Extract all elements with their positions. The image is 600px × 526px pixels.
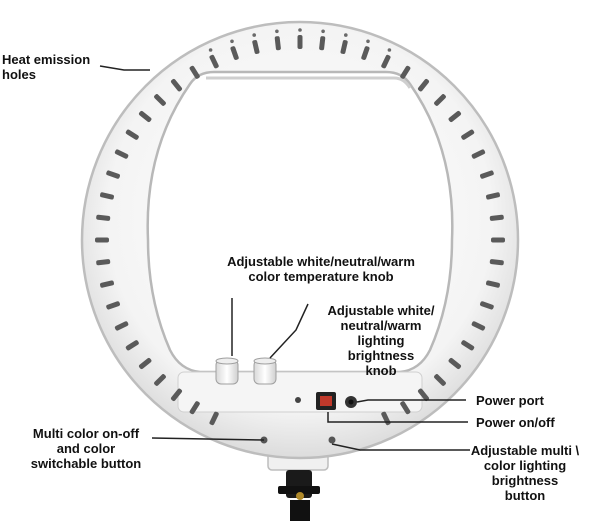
vent-slot — [138, 357, 152, 370]
label-temperature-knob: Adjustable white/neutral/warm color temp… — [227, 254, 415, 284]
color-temperature-knob[interactable] — [215, 357, 239, 385]
vent-slot — [340, 40, 348, 54]
vent-slot — [480, 170, 494, 179]
vent-slot — [319, 36, 326, 51]
leader-multicolor-brightness — [331, 443, 470, 451]
vent-slot — [434, 94, 446, 106]
power-port[interactable] — [345, 396, 357, 408]
vent-slot — [96, 259, 111, 266]
vent-slot — [125, 129, 139, 140]
vent-slot — [381, 54, 391, 69]
vent-slot — [154, 374, 166, 386]
vent-dot — [252, 33, 256, 37]
vent-dot — [366, 39, 370, 44]
vent-slot — [361, 46, 370, 60]
label-multicolor-button: Multi color on-off and color switchable … — [30, 426, 142, 471]
label-power-port: Power port — [476, 393, 544, 408]
vent-slot — [230, 46, 239, 60]
vent-slot — [189, 65, 200, 79]
vent-slot — [170, 78, 183, 92]
leader-lines — [99, 65, 470, 451]
power-switch[interactable] — [316, 392, 336, 410]
vent-slot — [480, 301, 494, 310]
leader-heat-holes — [99, 65, 150, 71]
vent-slot — [95, 237, 109, 243]
vent-slot — [489, 214, 504, 221]
vent-slot — [448, 110, 462, 123]
vent-slot — [461, 129, 475, 140]
vent-dot — [344, 33, 348, 37]
vent-slot — [100, 280, 114, 288]
leader-power-switch — [327, 412, 468, 423]
label-brightness-knob: Adjustable white/ neutral/warm lighting … — [327, 303, 435, 378]
heat-vent-slots — [95, 28, 505, 426]
vent-slot — [400, 65, 411, 79]
vent-slot — [486, 280, 500, 288]
vent-slot — [489, 259, 504, 266]
vent-slot — [100, 192, 114, 200]
vent-slot — [471, 149, 486, 159]
vent-slot — [461, 340, 475, 351]
vent-slot — [252, 40, 260, 54]
leader-brightness-knob — [269, 303, 309, 359]
vent-slot — [209, 411, 219, 426]
vent-slot — [106, 301, 120, 310]
label-multicolor-brightness: Adjustable multi \ color lighting bright… — [470, 443, 580, 503]
vent-slot — [96, 214, 111, 221]
vent-slot — [154, 94, 166, 106]
vent-slot — [274, 36, 281, 51]
vent-slot — [106, 170, 120, 179]
brightness-knob[interactable] — [253, 357, 277, 385]
vent-slot — [486, 192, 500, 200]
vent-slot — [417, 388, 430, 402]
vent-dot — [208, 48, 213, 52]
vent-slot — [417, 78, 430, 92]
vent-slot — [138, 110, 152, 123]
vent-dot — [275, 29, 279, 34]
vent-slot — [448, 357, 462, 370]
vent-slot — [170, 388, 183, 402]
vent-slot — [297, 35, 303, 49]
vent-dot — [298, 28, 302, 32]
vent-slot — [125, 340, 139, 351]
vent-slot — [491, 237, 505, 243]
indicator-dot — [295, 397, 301, 403]
leader-power-port — [356, 399, 466, 403]
vent-slot — [114, 149, 129, 159]
vent-dot — [387, 48, 392, 52]
multicolor-brightness-button[interactable] — [328, 436, 336, 444]
control-panel — [177, 371, 423, 413]
vent-dot — [230, 39, 234, 44]
vent-dot — [321, 29, 325, 34]
label-heat-emission-holes: Heat emission holes — [2, 52, 91, 82]
vent-slot — [189, 401, 200, 415]
vent-slot — [434, 374, 446, 386]
vent-slot — [400, 401, 411, 415]
leader-multicolor-button — [151, 437, 265, 441]
vent-slot — [471, 321, 486, 331]
vent-slot — [114, 321, 129, 331]
vent-slot — [209, 54, 219, 69]
label-power-switch: Power on/off — [476, 415, 555, 430]
